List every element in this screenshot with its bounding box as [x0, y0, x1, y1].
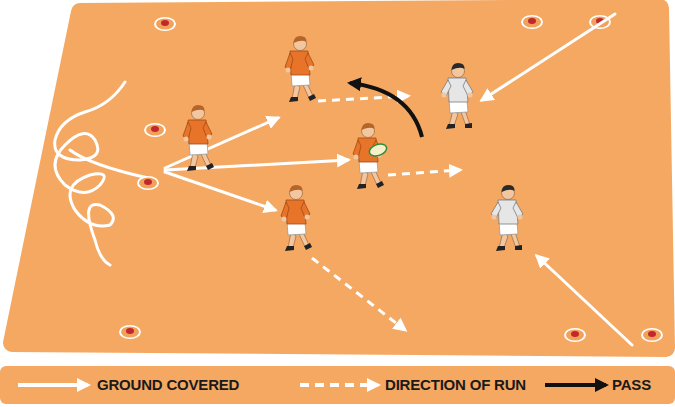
- legend-label: DIRECTION OF RUN: [385, 376, 526, 394]
- legend-label: PASS: [612, 376, 651, 394]
- legend-label: GROUND COVERED: [97, 376, 239, 394]
